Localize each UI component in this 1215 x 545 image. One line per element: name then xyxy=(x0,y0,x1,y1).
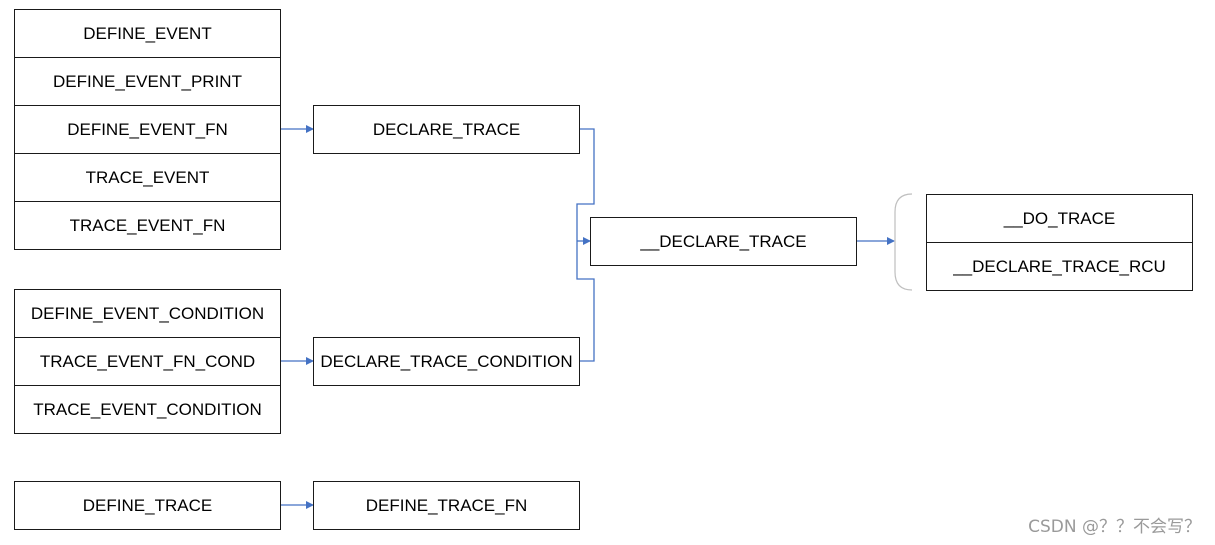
box-declare-trace: DECLARE_TRACE xyxy=(313,105,580,154)
box-trace-event-condition: TRACE_EVENT_CONDITION xyxy=(14,385,281,434)
box-internal-declare-trace: __DECLARE_TRACE xyxy=(590,217,857,266)
box-trace-event-fn-cond: TRACE_EVENT_FN_COND xyxy=(14,337,281,386)
box-define-trace: DEFINE_TRACE xyxy=(14,481,281,530)
box-define-event: DEFINE_EVENT xyxy=(14,9,281,58)
box-declare-trace-rcu: __DECLARE_TRACE_RCU xyxy=(926,242,1193,291)
box-define-event-condition: DEFINE_EVENT_CONDITION xyxy=(14,289,281,338)
box-define-trace-fn: DEFINE_TRACE_FN xyxy=(313,481,580,530)
box-define-event-fn: DEFINE_EVENT_FN xyxy=(14,105,281,154)
connector-declare-trace-condition-merge xyxy=(576,241,595,362)
box-declare-trace-condition: DECLARE_TRACE_CONDITION xyxy=(313,337,580,386)
box-define-event-print: DEFINE_EVENT_PRINT xyxy=(14,57,281,106)
box-do-trace: __DO_TRACE xyxy=(926,194,1193,243)
connector-declare-trace-merge xyxy=(576,128,595,241)
brace-impl-group xyxy=(894,193,913,291)
watermark: CSDN @？？不会写？ xyxy=(1028,517,1201,537)
box-trace-event-fn: TRACE_EVENT_FN xyxy=(14,201,281,250)
box-trace-event: TRACE_EVENT xyxy=(14,153,281,202)
